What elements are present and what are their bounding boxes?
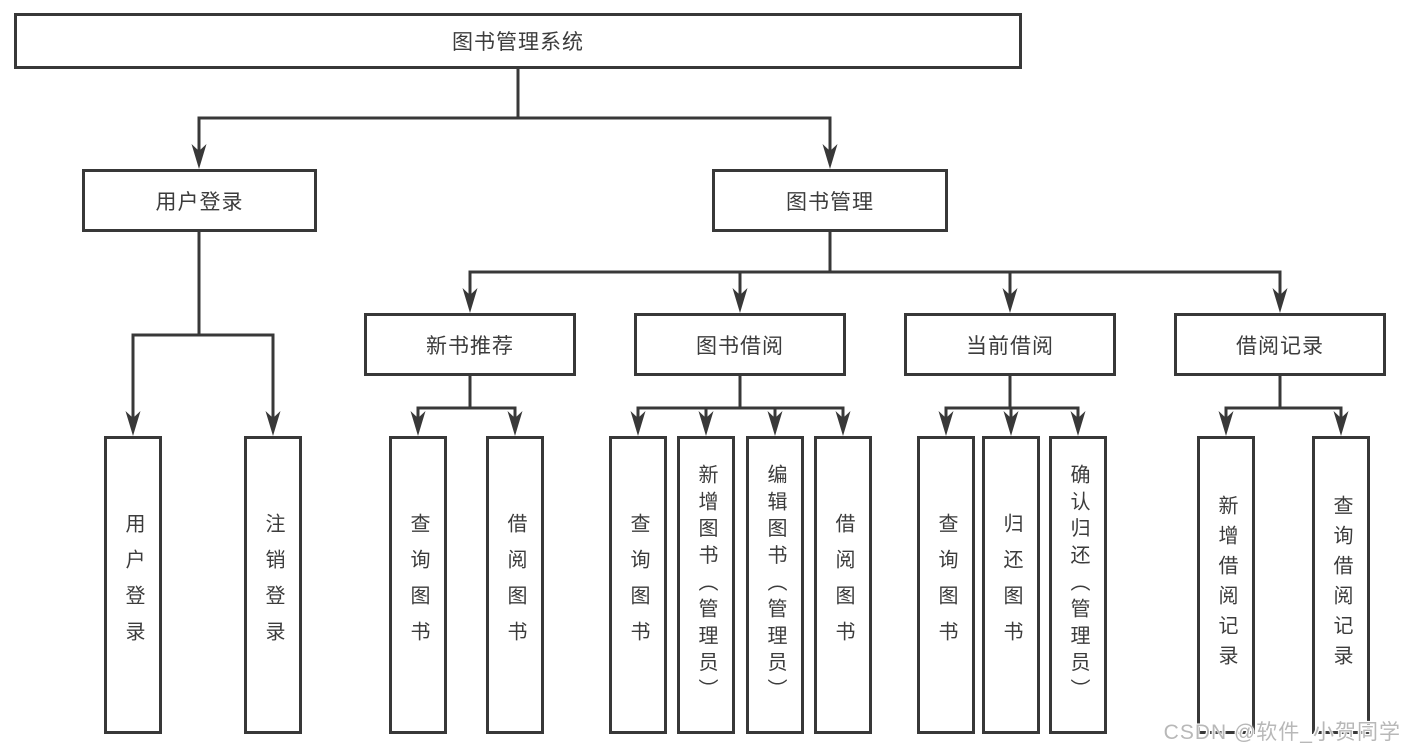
leaf-query-borrow-record-label: 查询借阅记录 bbox=[1330, 495, 1352, 675]
node-new-book-recommend: 新书推荐 bbox=[364, 313, 576, 376]
connector-root-to-level2 bbox=[191, 69, 838, 169]
leaf-edit-books-admin-label: 编辑图书（管理员） bbox=[764, 464, 786, 706]
leaf-edit-books-admin: 编辑图书（管理员） bbox=[746, 436, 804, 734]
node-book-management: 图书管理 bbox=[712, 169, 948, 232]
leaf-recommend-borrow-books: 借阅图书 bbox=[486, 436, 544, 734]
node-borrow-records-label: 借阅记录 bbox=[1236, 334, 1324, 358]
node-new-book-recommend-label: 新书推荐 bbox=[426, 334, 514, 358]
node-library-system-label: 图书管理系统 bbox=[452, 31, 584, 54]
connector-borrow-records-to-leaves bbox=[1218, 376, 1349, 436]
node-user-login: 用户登录 bbox=[82, 169, 317, 232]
leaf-logout-label: 注销登录 bbox=[262, 513, 284, 657]
node-borrow-records: 借阅记录 bbox=[1174, 313, 1386, 376]
leaf-current-query-books: 查询图书 bbox=[917, 436, 975, 734]
leaf-current-query-books-label: 查询图书 bbox=[935, 513, 957, 657]
leaf-recommend-query-books: 查询图书 bbox=[389, 436, 447, 734]
connector-book-management-to-level3 bbox=[462, 232, 1288, 313]
node-user-login-label: 用户登录 bbox=[155, 190, 244, 214]
leaf-borrow-query-books: 查询图书 bbox=[609, 436, 667, 734]
leaf-add-books-admin: 新增图书（管理员） bbox=[677, 436, 735, 734]
leaf-logout: 注销登录 bbox=[244, 436, 302, 734]
leaf-add-borrow-record-label: 新增借阅记录 bbox=[1215, 495, 1237, 675]
node-current-borrow-label: 当前借阅 bbox=[966, 334, 1054, 358]
connector-book-borrow-to-leaves bbox=[630, 376, 851, 436]
leaf-return-books-label: 归还图书 bbox=[1000, 513, 1022, 657]
connector-user-login-to-leaves bbox=[125, 232, 281, 436]
node-book-borrow: 图书借阅 bbox=[634, 313, 846, 376]
leaf-borrow-books-label: 借阅图书 bbox=[832, 513, 854, 657]
csdn-watermark: CSDN @软件_小贺同学 bbox=[1163, 721, 1401, 744]
leaf-user-login-label: 用户登录 bbox=[122, 513, 144, 657]
leaf-add-books-admin-label: 新增图书（管理员） bbox=[695, 464, 717, 706]
leaf-user-login: 用户登录 bbox=[104, 436, 162, 734]
node-book-management-label: 图书管理 bbox=[786, 190, 874, 214]
node-current-borrow: 当前借阅 bbox=[904, 313, 1116, 376]
leaf-add-borrow-record: 新增借阅记录 bbox=[1197, 436, 1255, 734]
connector-new-book-to-leaves bbox=[410, 376, 523, 436]
connector-current-borrow-to-leaves bbox=[938, 376, 1086, 436]
leaf-recommend-query-books-label: 查询图书 bbox=[407, 513, 429, 657]
leaf-query-borrow-record: 查询借阅记录 bbox=[1312, 436, 1370, 734]
leaf-borrow-query-books-label: 查询图书 bbox=[627, 513, 649, 657]
leaf-return-books: 归还图书 bbox=[982, 436, 1040, 734]
node-library-system: 图书管理系统 bbox=[14, 13, 1022, 69]
leaf-borrow-books: 借阅图书 bbox=[814, 436, 872, 734]
leaf-confirm-return-admin: 确认归还（管理员） bbox=[1049, 436, 1107, 734]
node-book-borrow-label: 图书借阅 bbox=[696, 334, 784, 358]
leaf-confirm-return-admin-label: 确认归还（管理员） bbox=[1067, 464, 1089, 706]
leaf-recommend-borrow-books-label: 借阅图书 bbox=[504, 513, 526, 657]
